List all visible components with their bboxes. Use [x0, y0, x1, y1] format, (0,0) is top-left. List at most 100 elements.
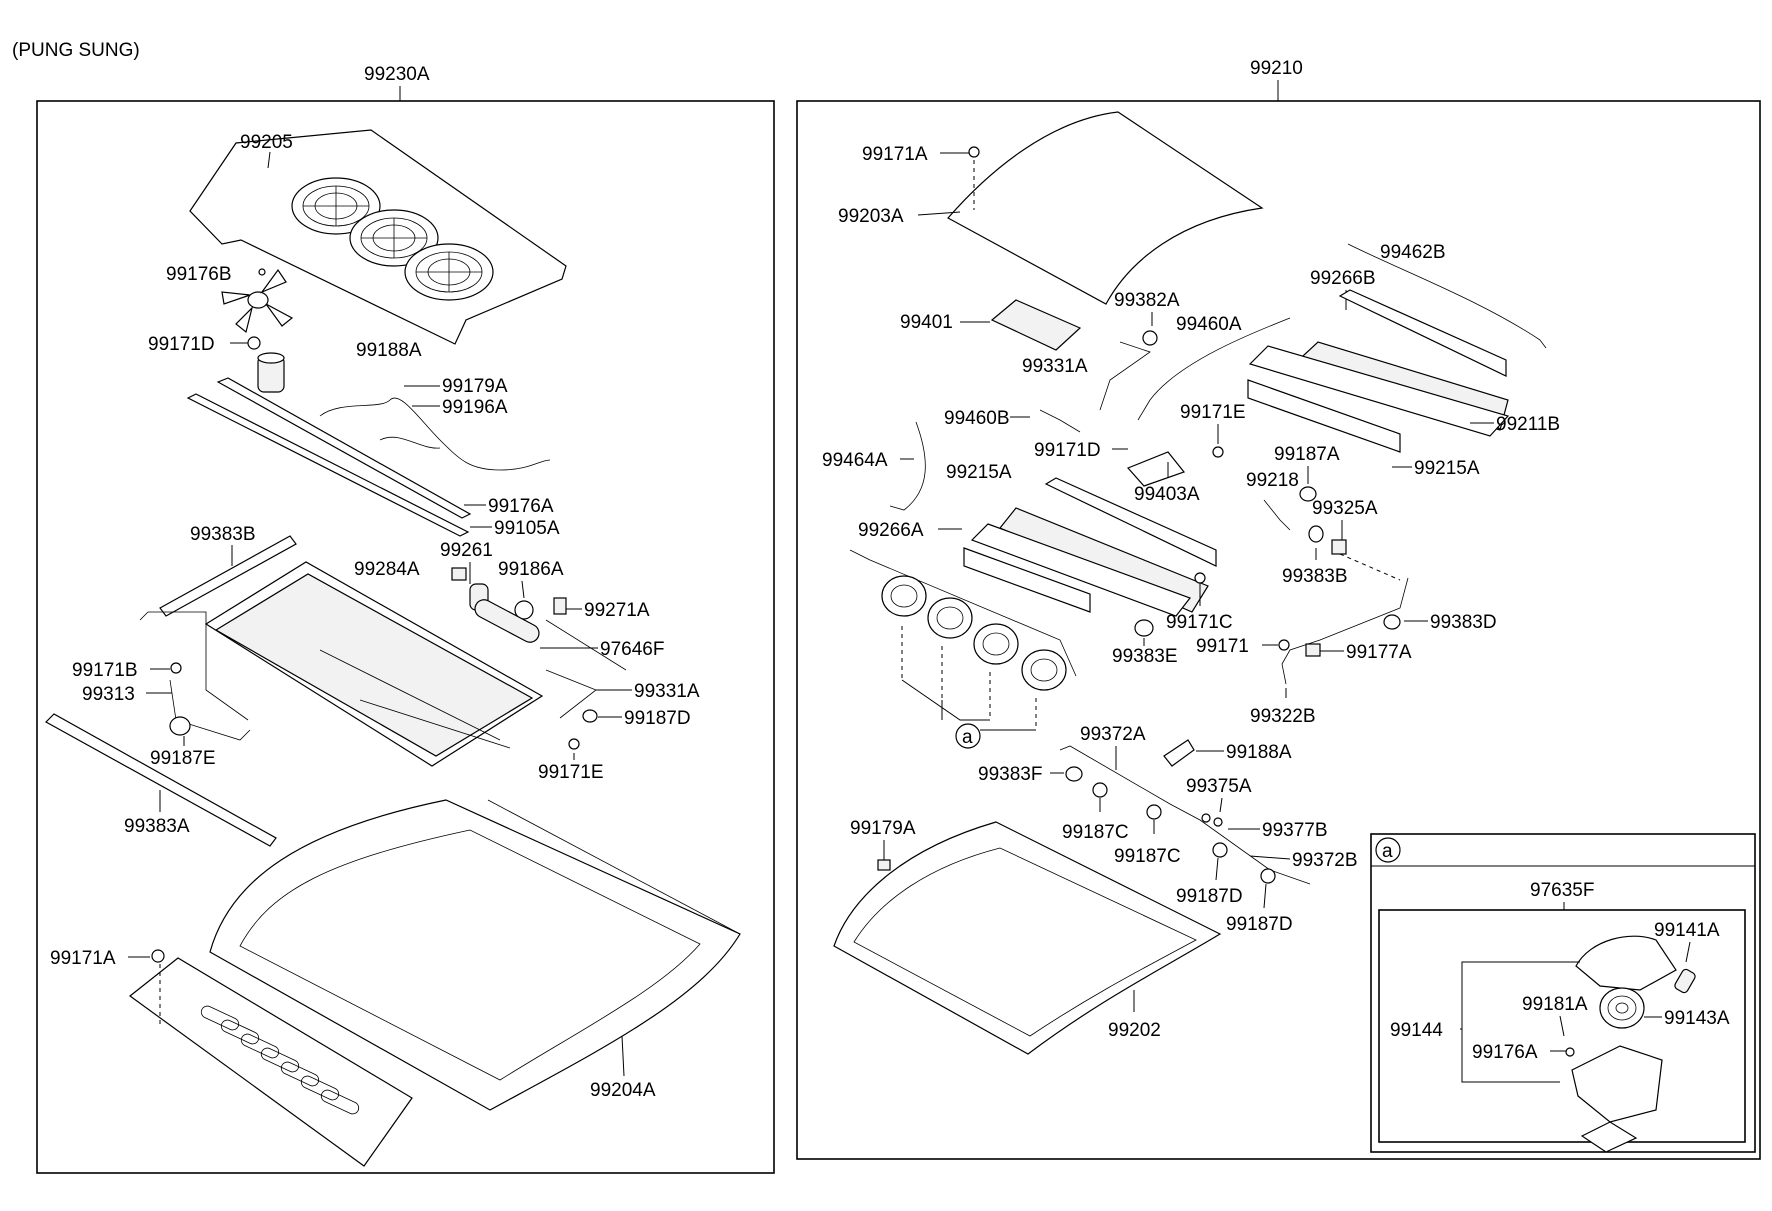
blower-motor-icon	[1599, 987, 1645, 1029]
louver-vents	[200, 1005, 360, 1115]
fan-grille-icon	[404, 243, 494, 301]
blower-motor-icon	[1021, 649, 1067, 691]
part-label: 99176A	[1472, 1042, 1538, 1063]
part-label: 99171	[1196, 636, 1249, 657]
callout-box-ref: a	[1382, 841, 1393, 862]
part-label: 99401	[900, 312, 953, 333]
top-cover	[189, 129, 567, 345]
part-label: 99188A	[356, 340, 422, 361]
part-label: 99176B	[166, 264, 232, 285]
part-label: 99215A	[1414, 458, 1480, 479]
clip-icon	[169, 716, 191, 736]
part-label: 99187C	[1114, 846, 1181, 867]
part-label: 99460A	[1176, 314, 1242, 335]
part-label: 99205	[240, 132, 293, 153]
part-label: 99325A	[1312, 498, 1378, 519]
part-label: 99177A	[1346, 642, 1412, 663]
part-label: 99196A	[442, 397, 508, 418]
part-label: 99176A	[488, 496, 554, 517]
bolt-icon	[968, 146, 980, 158]
bolt-icon	[1194, 572, 1206, 584]
part-label: 99462B	[1380, 242, 1446, 263]
part-label: 99261	[440, 540, 493, 561]
bolt-icon	[151, 949, 165, 963]
callout-inner-frame	[1378, 909, 1746, 1143]
callout-ref: a	[962, 727, 973, 748]
right-assembly-number: 99210	[1250, 58, 1303, 79]
clip-icon	[582, 709, 598, 723]
part-label: 99383F	[978, 764, 1042, 785]
part-label: 99211B	[1496, 414, 1560, 435]
part-label: 99331A	[1022, 356, 1088, 377]
part-label: 99372B	[1292, 850, 1358, 871]
part-label: 99284A	[354, 559, 420, 580]
part-label: 99383E	[1112, 646, 1178, 667]
part-label: 99372A	[1080, 724, 1146, 745]
callout-detail: a 97635F 99141A 99181A 99143A 99144 9917…	[1370, 833, 1756, 1153]
clip-icon	[1163, 739, 1195, 767]
part-label: 99188A	[1226, 742, 1292, 763]
part-label: 99144	[1390, 1020, 1443, 1041]
part-label: 99187D	[624, 708, 691, 729]
part-label: 99179A	[442, 376, 508, 397]
blower-motor-icon	[973, 623, 1019, 665]
part-label: 99266B	[1310, 268, 1376, 289]
part-label: 99322B	[1250, 706, 1316, 727]
part-label: 99382A	[1114, 290, 1180, 311]
part-label: 99179A	[850, 818, 916, 839]
clip-icon	[1260, 868, 1276, 884]
radiator-core-icon	[1247, 341, 1510, 453]
bolt-icon	[1278, 639, 1290, 651]
left-assembly: 99230A	[36, 64, 775, 1174]
callout-assembly-number: 97635F	[1530, 880, 1594, 901]
part-label: 99375A	[1186, 776, 1252, 797]
bolt-icon	[1212, 446, 1224, 458]
blower-motor-icon	[881, 575, 927, 617]
fan-grille-icon	[291, 177, 381, 235]
radiator-core-icon	[204, 561, 544, 767]
part-label: 99203A	[838, 206, 904, 227]
part-label: 99187A	[1274, 444, 1340, 465]
radiator-core-icon	[963, 507, 1209, 617]
part-label: 99187D	[1176, 886, 1243, 907]
left-assembly-frame	[36, 100, 775, 1174]
right-assembly: 99210 99171A 99203A 99462B 99266B 99401 …	[796, 58, 1761, 1160]
part-label: 99215A	[946, 462, 1012, 483]
part-label: 99171E	[538, 762, 604, 783]
part-label: 99171C	[1166, 612, 1233, 633]
part-label: 99141A	[1654, 920, 1720, 941]
blower-motor-icon	[927, 597, 973, 639]
part-label: 99383B	[190, 524, 256, 545]
clip-icon	[1092, 782, 1108, 798]
part-label: 99187D	[1226, 914, 1293, 935]
part-label: 99271A	[584, 600, 650, 621]
part-label: 99331A	[634, 681, 700, 702]
part-label: 99171A	[50, 948, 116, 969]
part-label: 99377B	[1262, 820, 1328, 841]
fan-grille-icon	[349, 209, 439, 267]
part-label: 99187C	[1062, 822, 1129, 843]
bolt-icon	[568, 738, 580, 750]
part-label: 99171D	[1034, 440, 1101, 461]
hose-icon	[474, 599, 540, 643]
part-label: 99218	[1246, 470, 1299, 491]
part-label: 99171D	[148, 334, 215, 355]
part-label: 99204A	[590, 1080, 656, 1101]
part-label: 99105A	[494, 518, 560, 539]
clip-icon	[1146, 804, 1162, 820]
part-label: 99266A	[858, 520, 924, 541]
part-label: 99383A	[124, 816, 190, 837]
part-label: 99313	[82, 684, 135, 705]
left-assembly-number: 99230A	[364, 64, 430, 85]
variant-label: (PUNG SUNG)	[12, 40, 140, 61]
part-label: 99171B	[72, 660, 138, 681]
right-assembly-frame	[796, 100, 1761, 1160]
part-label: 99403A	[1134, 484, 1200, 505]
blower-motor-icon	[257, 352, 285, 393]
part-label: 97646F	[600, 639, 664, 660]
part-label: 99460B	[944, 408, 1010, 429]
part-label: 99187E	[150, 748, 216, 769]
part-label: 99143A	[1664, 1008, 1730, 1029]
part-label: 99202	[1108, 1020, 1161, 1041]
